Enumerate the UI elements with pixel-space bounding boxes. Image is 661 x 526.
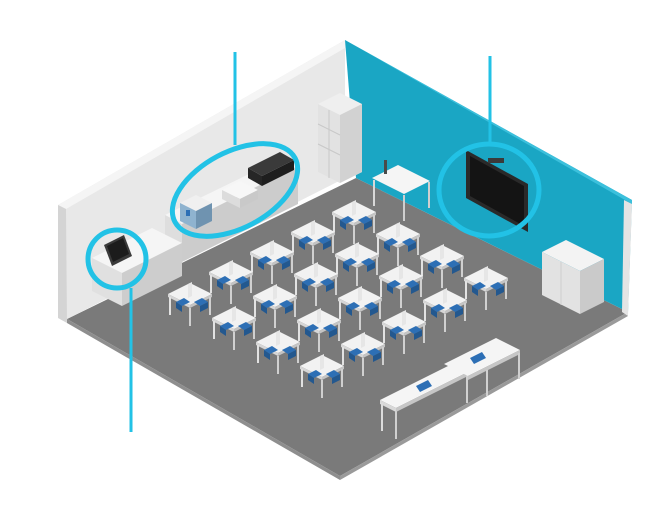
display-panel-icon (466, 150, 528, 232)
tablet-kiosk-callout (85, 227, 149, 291)
large-printer-icon (248, 152, 294, 186)
shelving-unit (317, 93, 362, 183)
cutter-machine-icon (222, 181, 258, 208)
front-tables (380, 338, 520, 439)
tablet-icon (104, 235, 132, 266)
storage-cabinet (542, 240, 604, 314)
teacher-desk (372, 160, 430, 221)
interactive-display-callout (436, 141, 542, 239)
makerspace-equipment-callout (169, 141, 301, 239)
left-wall-top-edge (58, 40, 352, 209)
right-wall-end (622, 200, 632, 316)
left-wall-end (58, 205, 67, 323)
floor-edge-front-left (67, 319, 340, 480)
classroom-floor (67, 178, 628, 476)
3d-printer-icon (180, 195, 212, 229)
floor-edge-front-right (340, 312, 628, 480)
